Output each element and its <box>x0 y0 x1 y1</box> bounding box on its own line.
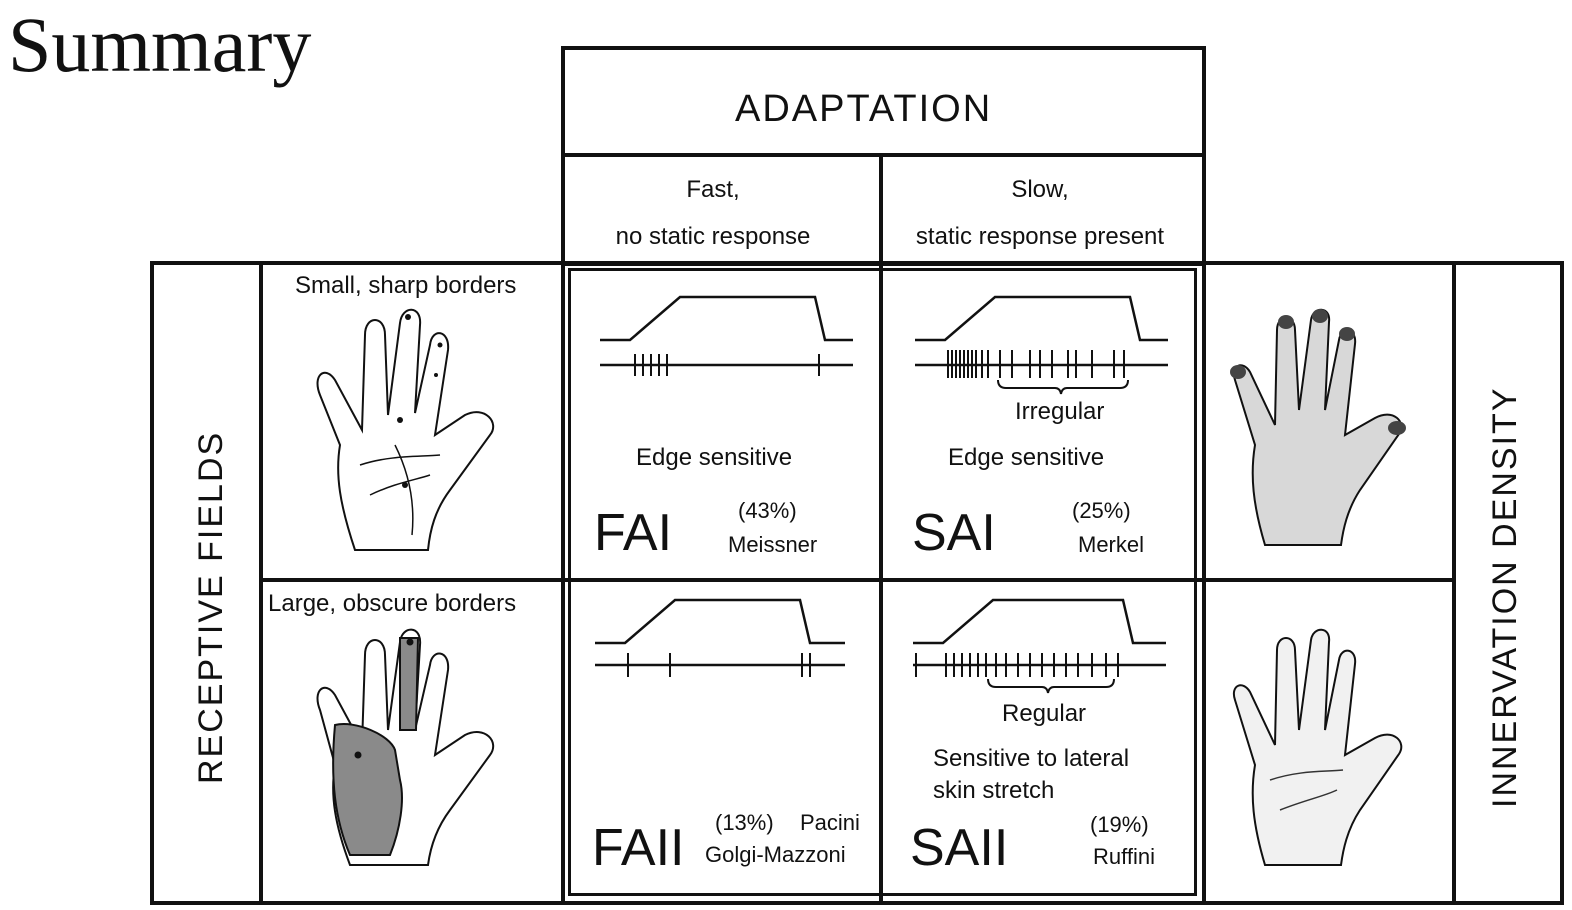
page-title: Summary <box>8 1 312 88</box>
faii-code: FAII <box>592 819 685 877</box>
adaptation-header: ADAPTATION <box>735 88 993 130</box>
faii-receptor-name-2: Golgi-Mazzoni <box>705 842 846 867</box>
grid-col-divider-2 <box>561 261 565 905</box>
grid-col-divider-5 <box>1452 261 1456 905</box>
hand-dense-innervation-illustration <box>1230 308 1406 546</box>
saii-response-trace <box>913 598 1166 694</box>
sai-pattern-label: Irregular <box>1015 398 1105 425</box>
saii-receptor-name: Ruffini <box>1093 844 1155 869</box>
fast-label: Fast, <box>686 176 740 203</box>
hand-sparse-innervation-illustration <box>1232 628 1403 866</box>
fai-receptor-name: Meissner <box>728 532 818 557</box>
fai-code: FAI <box>594 504 673 562</box>
central-inner-frame <box>568 268 1197 896</box>
sai-description: Edge sensitive <box>948 444 1105 471</box>
grid-row-divider <box>259 578 1454 582</box>
fai-response-trace <box>600 295 853 376</box>
fai-description: Edge sensitive <box>636 444 793 471</box>
sai-code: SAI <box>912 504 996 562</box>
receptive-fields-label: RECEPTIVE FIELDS <box>192 430 230 784</box>
hand-small-fields-illustration <box>316 308 495 551</box>
sai-receptor-name: Merkel <box>1078 532 1145 557</box>
sai-percent: (25%) <box>1072 498 1131 523</box>
fast-sublabel: no static response <box>615 223 811 250</box>
adaptation-column-divider <box>879 153 883 266</box>
adaptation-divider <box>561 153 1206 157</box>
faii-receptor-name-1: Pacini <box>800 810 860 835</box>
faii-percent: (13%) <box>715 810 774 835</box>
saii-pattern-label: Regular <box>1002 700 1087 727</box>
innervation-density-label: INNERVATION DENSITY <box>1486 386 1524 809</box>
grid-col-divider-1 <box>259 261 263 905</box>
grid-col-divider-3 <box>879 261 883 905</box>
slow-sublabel: static response present <box>915 223 1165 250</box>
sai-response-trace <box>915 295 1168 395</box>
fai-percent: (43%) <box>738 498 797 523</box>
saii-percent: (19%) <box>1090 812 1149 837</box>
saii-code: SAII <box>910 819 1009 877</box>
saii-description-1: Sensitive to lateral <box>933 745 1130 772</box>
large-field-label: Large, obscure borders <box>268 590 517 617</box>
slow-label: Slow, <box>1011 176 1069 203</box>
saii-description-2: skin stretch <box>933 777 1055 804</box>
hand-large-fields-illustration <box>316 628 495 866</box>
small-field-label: Small, sharp borders <box>295 272 517 299</box>
grid-col-divider-4 <box>1202 261 1206 905</box>
main-grid <box>150 261 1564 905</box>
faii-response-trace <box>595 598 845 677</box>
